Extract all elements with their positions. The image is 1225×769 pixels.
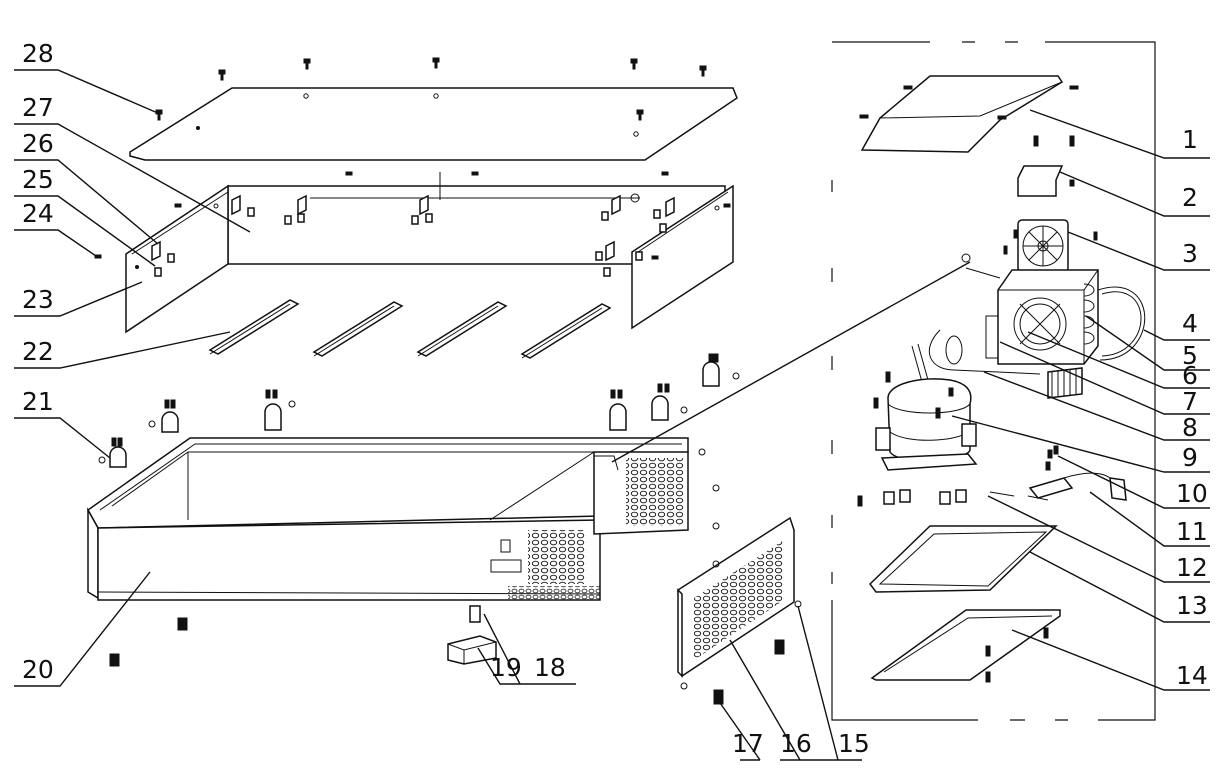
label-8: 8: [1182, 413, 1198, 442]
label-25: 25: [22, 165, 54, 194]
drip-tray: [870, 609, 1061, 683]
refrigerant-piping: [911, 253, 1083, 399]
label-13: 13: [1176, 591, 1208, 620]
compressor: [873, 371, 978, 471]
label-23: 23: [22, 285, 54, 314]
top-panel-screws: [155, 57, 707, 121]
label-26: 26: [22, 129, 54, 158]
label-19: 19: [490, 653, 522, 682]
label-1: 1: [1182, 125, 1198, 154]
label-7: 7: [1182, 387, 1198, 416]
label-9: 9: [1182, 443, 1198, 472]
hinges: [98, 353, 740, 468]
unit-base-plate: [857, 489, 1058, 593]
brackets: [151, 194, 675, 262]
right-labels: 1 2 3 4 5 6 7 8 9 10 11 12 13 14: [1176, 125, 1208, 690]
label-12: 12: [1176, 553, 1208, 582]
label-2: 2: [1182, 183, 1198, 212]
label-6: 6: [1182, 361, 1198, 390]
surround-panel: [94, 171, 734, 344]
label-21: 21: [22, 387, 54, 416]
fan: [1003, 219, 1098, 273]
label-20: 20: [22, 655, 54, 684]
bottom-labels: 19 18 17 16 15: [490, 653, 870, 758]
power-cable: [989, 445, 1127, 501]
left-labels: 28 27 26 25 24 23 22 21 20: [22, 39, 54, 684]
label-27: 27: [22, 93, 54, 122]
label-5: 5: [1182, 341, 1198, 370]
label-22: 22: [22, 337, 54, 366]
label-11: 11: [1176, 517, 1208, 546]
unit-bracket: [1017, 135, 1075, 197]
condenser: [985, 269, 1146, 365]
shelf-rails: [208, 299, 612, 359]
label-17: 17: [732, 729, 764, 758]
label-28: 28: [22, 39, 54, 68]
label-18: 18: [534, 653, 566, 682]
label-16: 16: [780, 729, 812, 758]
label-4: 4: [1182, 309, 1198, 338]
label-14: 14: [1176, 661, 1208, 690]
front-grille: [677, 448, 802, 690]
label-3: 3: [1182, 239, 1198, 268]
label-10: 10: [1176, 479, 1208, 508]
label-15: 15: [838, 729, 870, 758]
cooling-unit-group-box: [831, 41, 1156, 721]
surround-nuts: [94, 171, 731, 277]
control-box: [447, 605, 497, 665]
unit-cover: [859, 75, 1079, 153]
top-panel: [129, 57, 738, 161]
base-cabinet: [87, 437, 785, 705]
label-24: 24: [22, 199, 54, 228]
leader-lines: [14, 69, 1210, 761]
